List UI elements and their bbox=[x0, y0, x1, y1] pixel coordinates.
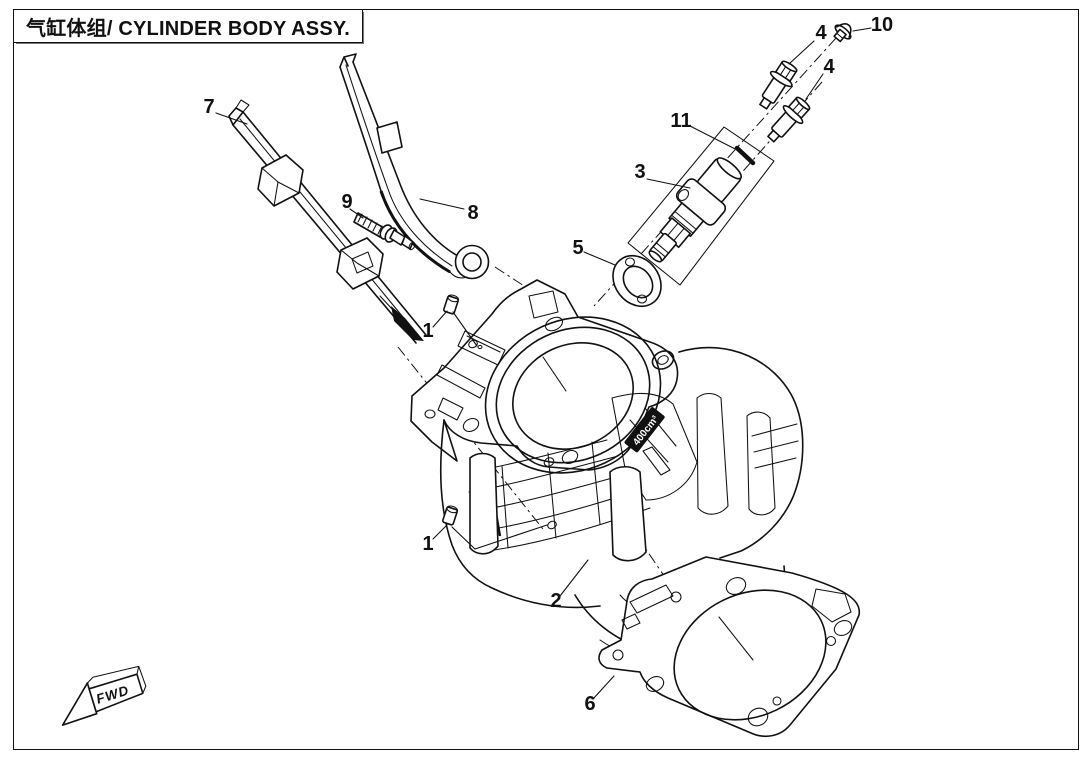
small-screw bbox=[833, 23, 852, 43]
dowel-pin-lower bbox=[442, 505, 459, 526]
cylinder-base-gasket bbox=[598, 556, 861, 738]
callout-6: 6 bbox=[584, 693, 596, 715]
dowel-pin-upper bbox=[443, 294, 460, 315]
mounting-stud bbox=[353, 212, 416, 251]
callout-11: 11 bbox=[670, 110, 692, 132]
callout-5: 5 bbox=[572, 237, 584, 259]
fwd-arrow: FWD bbox=[61, 665, 147, 726]
diagram-title-box: 气缸体组/ CYLINDER BODY ASSY. bbox=[13, 9, 363, 43]
page-border bbox=[13, 9, 1079, 750]
chain-guide-curved bbox=[339, 53, 490, 280]
callout-1-upper: 1 bbox=[422, 320, 434, 342]
leader-lines bbox=[215, 27, 872, 700]
cylinder-bolt-2 bbox=[767, 96, 811, 143]
callout-4-lower: 4 bbox=[823, 56, 835, 78]
tensioner-panel bbox=[627, 126, 775, 286]
callout-4-upper: 4 bbox=[815, 22, 827, 44]
tensioner-gasket bbox=[612, 254, 662, 308]
cylinder-bolt-1 bbox=[759, 60, 798, 110]
callout-1-lower: 1 bbox=[422, 533, 434, 555]
chain-tensioner-body bbox=[648, 157, 743, 263]
callout-2: 2 bbox=[550, 590, 562, 612]
callout-3: 3 bbox=[634, 161, 646, 183]
tensioner-pin bbox=[734, 145, 756, 166]
callout-9: 9 bbox=[341, 191, 353, 213]
callout-10: 10 bbox=[870, 14, 894, 36]
cylinder-body: 400cm³ bbox=[410, 279, 804, 665]
chain-guide-front bbox=[228, 99, 427, 344]
diagram-title: 气缸体组/ CYLINDER BODY ASSY. bbox=[26, 17, 350, 40]
callout-8: 8 bbox=[467, 202, 479, 224]
callout-7: 7 bbox=[203, 96, 215, 118]
